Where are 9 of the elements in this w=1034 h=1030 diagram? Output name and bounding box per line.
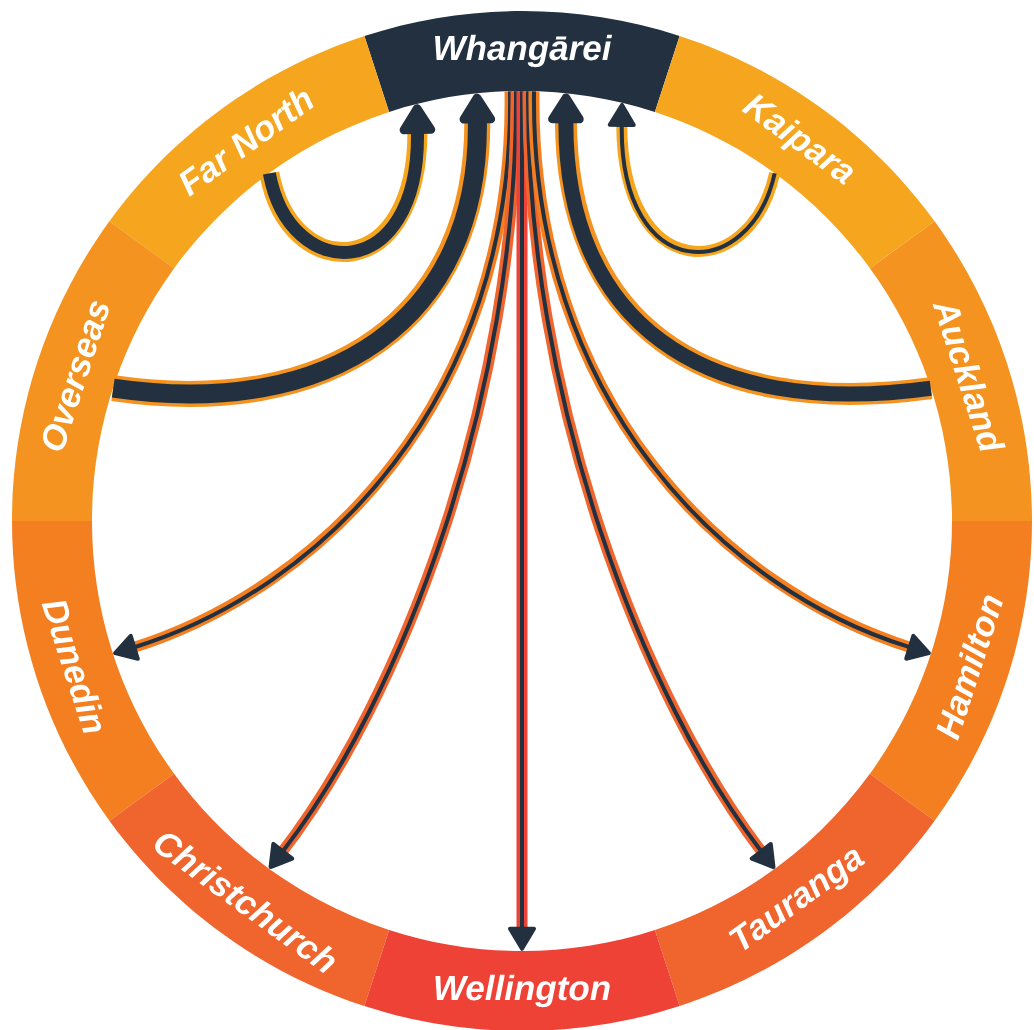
- arrow: [259, 104, 436, 262]
- arrow: [607, 102, 780, 257]
- ring-segment: Whangārei: [364, 11, 680, 112]
- arrow: [111, 93, 496, 407]
- arrow: [508, 91, 536, 951]
- arrow: [522, 91, 776, 870]
- ring-segment: Wellington: [364, 930, 680, 1030]
- arrow: [548, 93, 932, 405]
- arrow: [528, 91, 931, 661]
